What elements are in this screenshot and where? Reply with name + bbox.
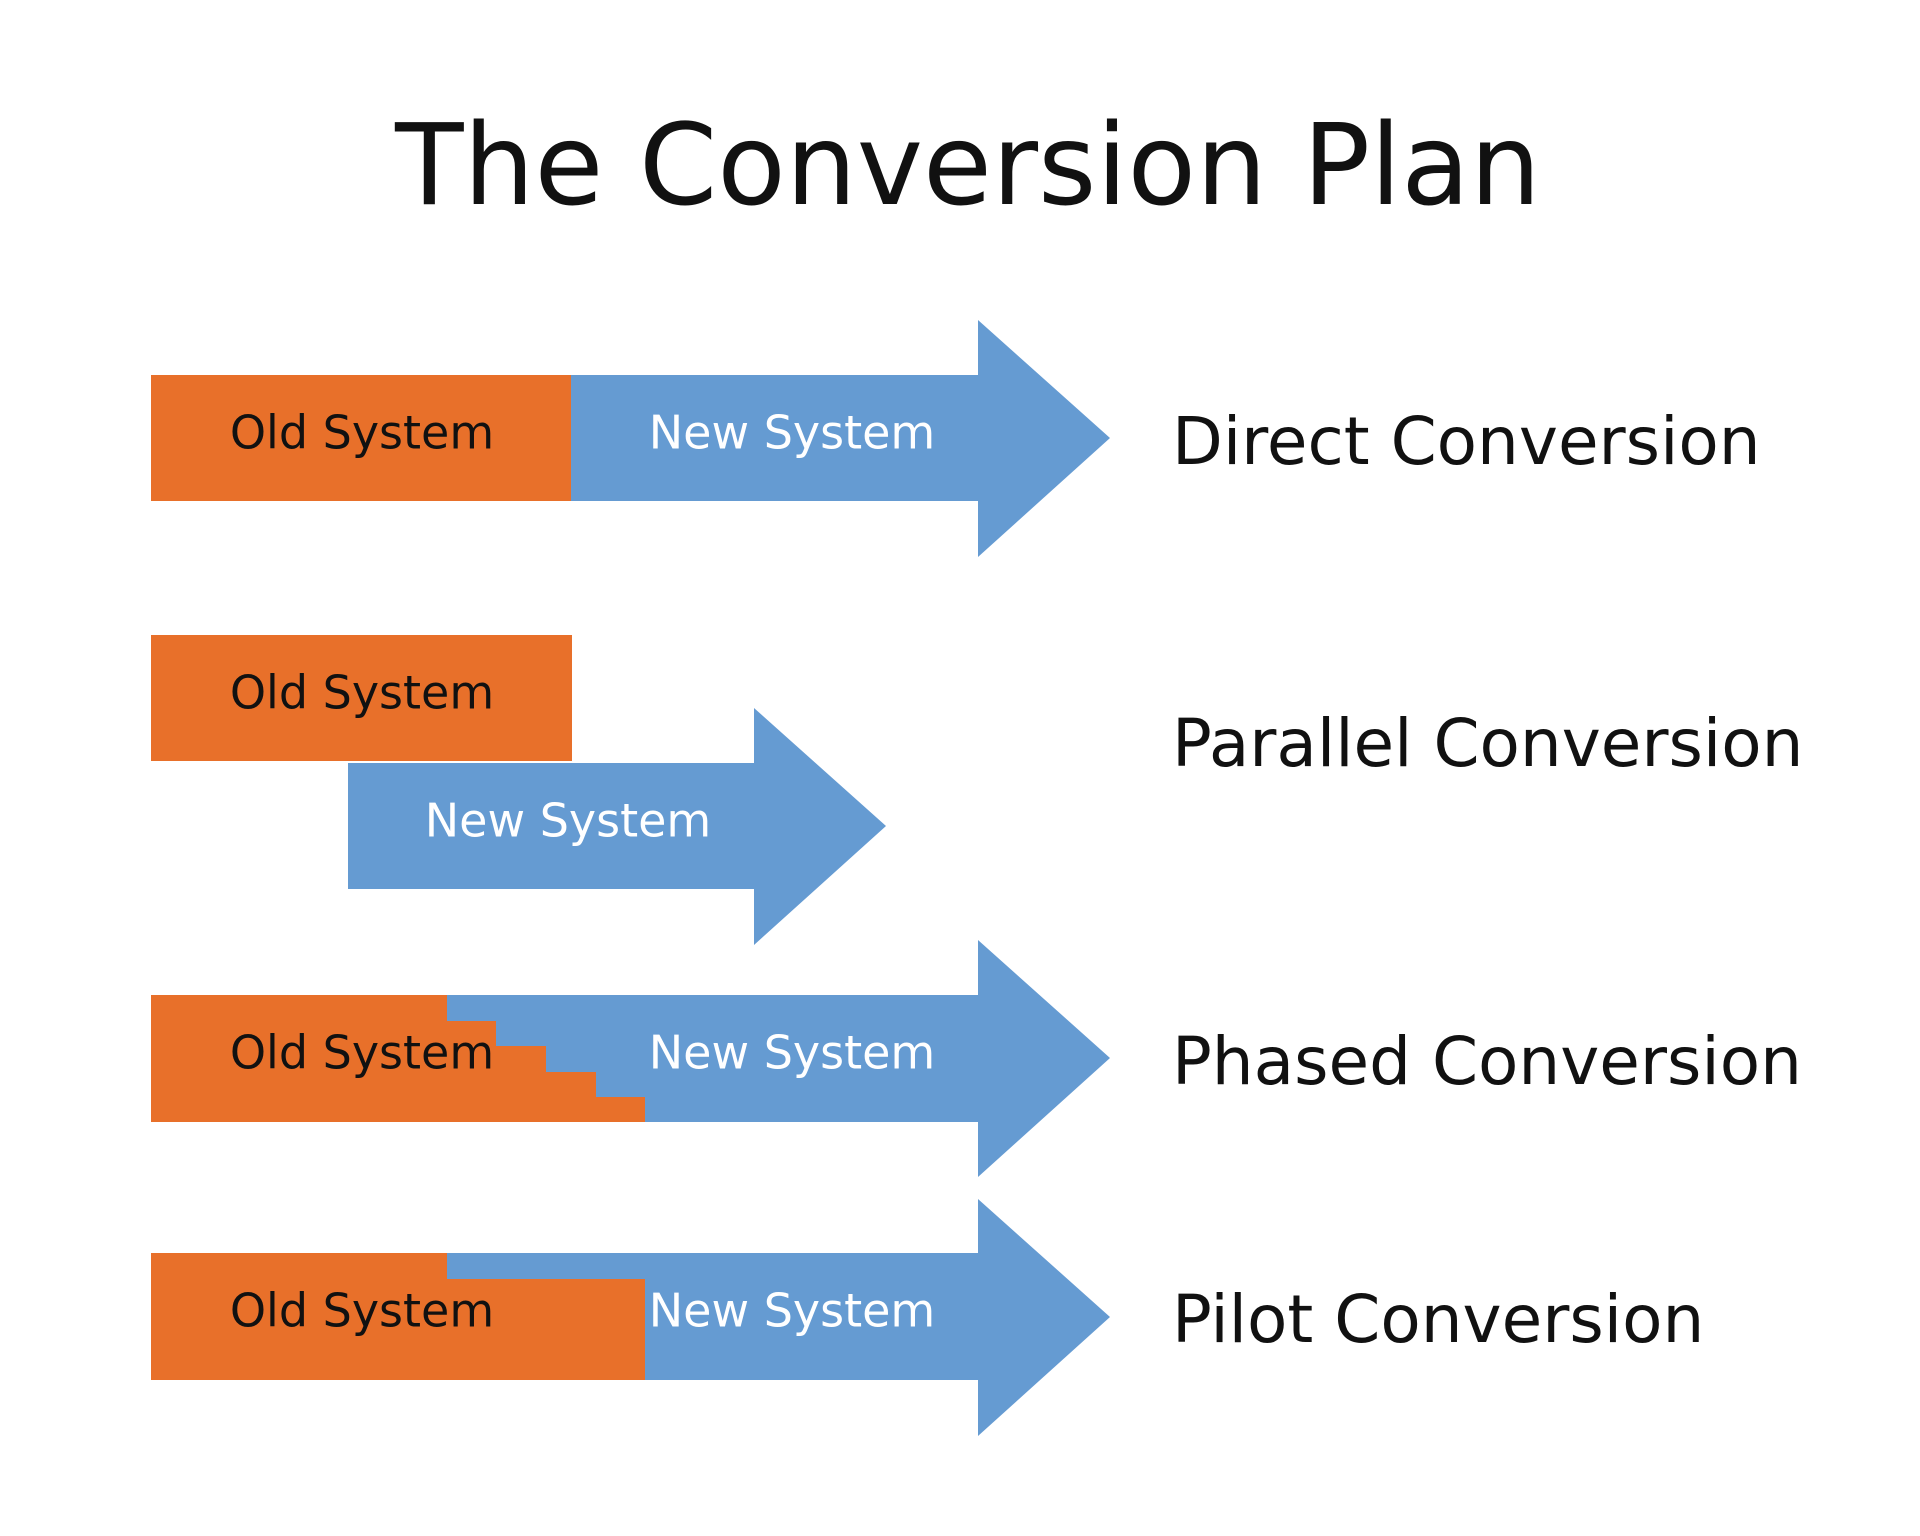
parallel-conversion-row: Old System New System Parallel Conversio… xyxy=(151,635,1803,945)
parallel-conversion-label: Parallel Conversion xyxy=(1172,705,1803,782)
new-system-label: New System xyxy=(649,1284,936,1338)
pilot-conversion-label: Pilot Conversion xyxy=(1172,1281,1704,1358)
new-system-label: New System xyxy=(649,406,936,460)
old-system-label: Old System xyxy=(230,1284,494,1338)
old-system-staircase-bar xyxy=(151,995,645,1122)
old-system-label: Old System xyxy=(230,666,494,720)
new-system-arrow xyxy=(348,708,886,945)
direct-conversion-label: Direct Conversion xyxy=(1172,403,1761,480)
new-system-label: New System xyxy=(425,794,712,848)
direct-conversion-row: Old System New System Direct Conversion xyxy=(151,320,1761,557)
old-system-bar xyxy=(151,635,572,761)
phased-conversion-label: Phased Conversion xyxy=(1172,1023,1802,1100)
diagram-title: The Conversion Plan xyxy=(394,101,1541,231)
new-system-arrow xyxy=(570,320,1110,557)
old-system-step-bar xyxy=(151,1253,645,1380)
phased-conversion-row: Old System New System Phased Conversion xyxy=(151,940,1802,1177)
old-system-label: Old System xyxy=(230,406,494,460)
old-system-label: Old System xyxy=(230,1026,494,1080)
new-system-label: New System xyxy=(649,1026,936,1080)
old-system-bar xyxy=(151,375,571,501)
pilot-conversion-row: Old System New System Pilot Conversion xyxy=(151,1199,1704,1436)
